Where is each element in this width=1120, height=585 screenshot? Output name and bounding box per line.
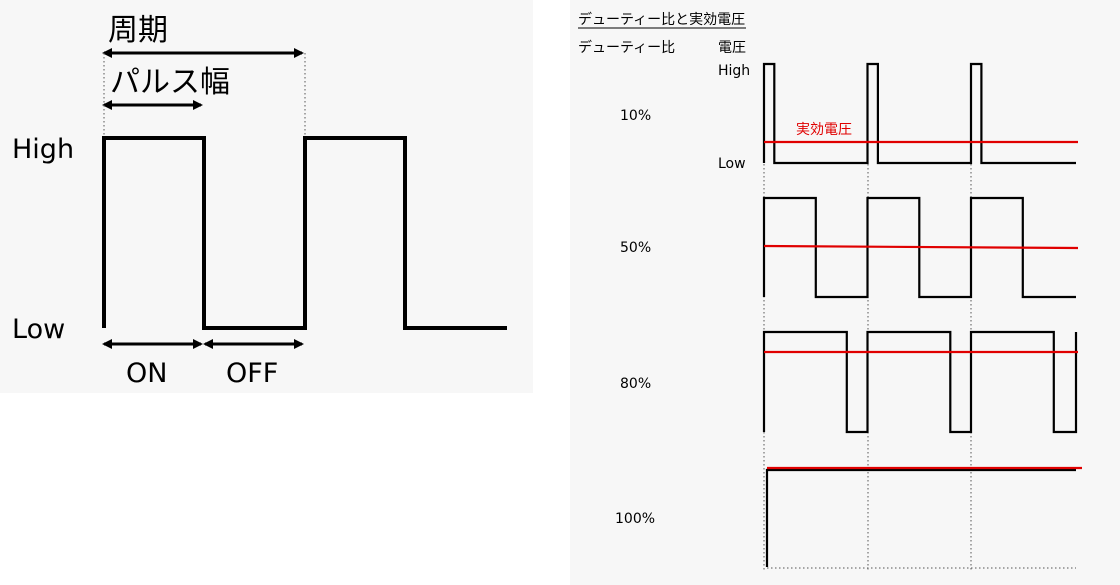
- high-label: High: [12, 134, 74, 165]
- waveform-80: [762, 330, 1078, 434]
- on-label: ON: [126, 358, 167, 389]
- duty-header: デューティー比: [578, 39, 675, 56]
- effective-voltage-line-50: [763, 244, 1079, 250]
- low-label: Low: [718, 156, 746, 172]
- waveform-100: [765, 468, 1076, 567]
- duty-diagram-panel: デューティー比と実効電圧 デューティー比 電圧 High Low 10% 50%…: [570, 0, 1120, 585]
- period-label: 周期: [108, 13, 168, 48]
- duty-diagram-svg: デューティー比と実効電圧 デューティー比 電圧 High Low 10% 50%…: [578, 11, 1082, 570]
- high-label: High: [718, 63, 750, 79]
- pulse-width-label: パルス幅: [110, 65, 230, 100]
- voltage-header: 電圧: [718, 40, 746, 56]
- duty-label-10: 10%: [620, 108, 651, 124]
- duty-label-50: 50%: [620, 240, 651, 256]
- pulse-diagram-panel: 周期 パルス幅 High Low ON OFF: [0, 0, 533, 393]
- duty-diagram-title: デューティー比と実効電圧: [578, 11, 745, 28]
- duty-label-80: 80%: [620, 376, 651, 392]
- waveform-10: [762, 62, 1076, 165]
- low-label: Low: [12, 314, 65, 345]
- duty-label-100: 100%: [615, 511, 655, 527]
- pulse-waveform: [102, 136, 507, 330]
- effective-voltage-label: 実効電圧: [796, 122, 852, 138]
- off-label: OFF: [226, 358, 278, 389]
- pulse-diagram-svg: 周期 パルス幅 High Low ON OFF: [12, 13, 507, 389]
